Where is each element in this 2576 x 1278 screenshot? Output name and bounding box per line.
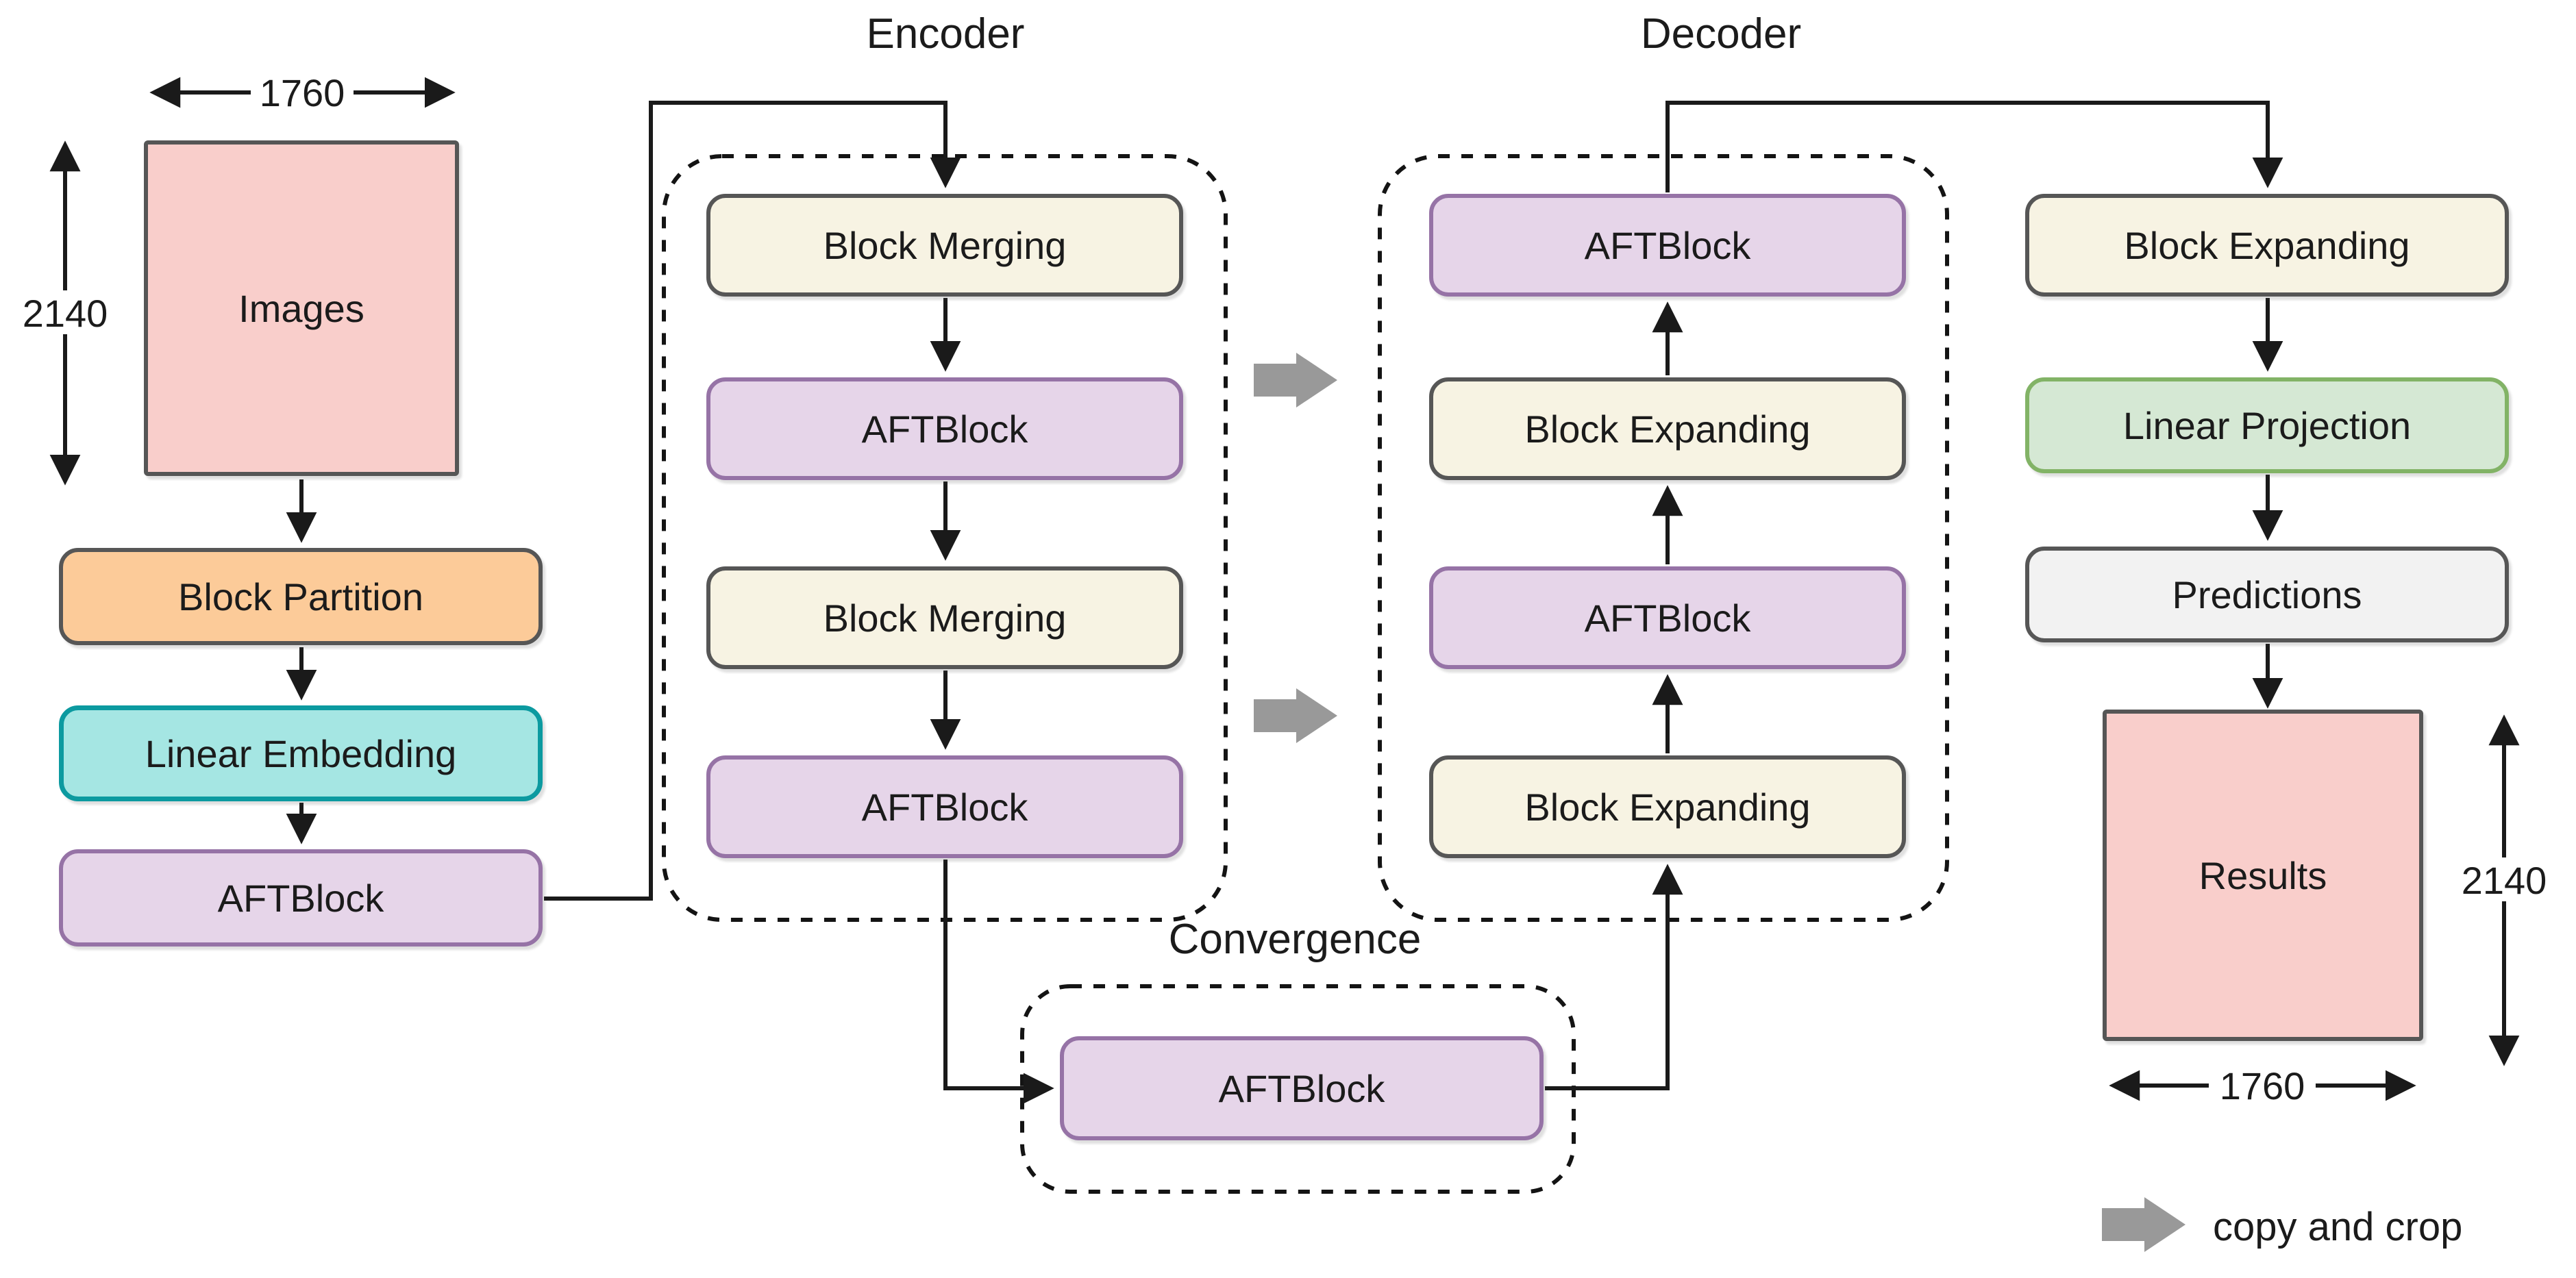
copy-and-crop-arrow-2 bbox=[1254, 688, 1337, 743]
encoder-aftblock-2-node: AFTBlock bbox=[706, 755, 1183, 858]
encoder-block-merging-2-label: Block Merging bbox=[823, 596, 1067, 640]
connector-convergence-to-decoder bbox=[1545, 864, 1683, 1090]
input-aftblock-node: AFTBlock bbox=[59, 849, 543, 947]
decoder-block-expanding-1-label: Block Expanding bbox=[1524, 407, 1811, 451]
input-height-dimension: 2140 bbox=[10, 140, 121, 486]
linear-embedding-label: Linear Embedding bbox=[145, 731, 457, 775]
linear-projection-node: Linear Projection bbox=[2025, 377, 2509, 473]
output-height-dimension: 2140 bbox=[2447, 714, 2561, 1066]
decoder-block-expanding-2-label: Block Expanding bbox=[1524, 785, 1811, 829]
decoder-dashed-container bbox=[1378, 154, 1949, 922]
encoder-aftblock-1-label: AFTBlock bbox=[861, 407, 1028, 451]
images-node: Images bbox=[144, 140, 459, 476]
decoder-section-label: Decoder bbox=[1640, 10, 1802, 58]
encoder-section-label: Encoder bbox=[866, 10, 1025, 58]
output-width-dimension: 1760 bbox=[2109, 1064, 2416, 1107]
predictions-label: Predictions bbox=[2172, 573, 2362, 616]
convergence-aftblock-label: AFTBlock bbox=[1218, 1066, 1385, 1110]
results-label: Results bbox=[2199, 853, 2327, 897]
decoder-block-expanding-2-node: Block Expanding bbox=[1429, 755, 1906, 858]
convergence-aftblock-node: AFTBlock bbox=[1060, 1036, 1544, 1140]
linear-projection-label: Linear Projection bbox=[2122, 403, 2412, 447]
legend-copy-and-crop-label: copy and crop bbox=[2213, 1205, 2463, 1249]
encoder-block-merging-2-node: Block Merging bbox=[706, 566, 1183, 669]
input-height-label: 2140 bbox=[23, 292, 108, 335]
linear-embedding-node: Linear Embedding bbox=[59, 705, 543, 801]
decoder-aftblock-2-label: AFTBlock bbox=[1584, 596, 1751, 640]
decoder-aftblock-2-node: AFTBlock bbox=[1429, 566, 1906, 669]
block-partition-node: Block Partition bbox=[59, 548, 543, 645]
legend-copy-and-crop-arrow bbox=[2102, 1197, 2185, 1252]
output-block-expanding-label: Block Expanding bbox=[2124, 223, 2410, 267]
encoder-aftblock-2-label: AFTBlock bbox=[861, 785, 1028, 829]
connector-decoder-to-block-expanding bbox=[1665, 101, 2283, 192]
results-node: Results bbox=[2103, 710, 2423, 1041]
convergence-section-label: Convergence bbox=[1168, 916, 1422, 963]
output-width-label: 1760 bbox=[2220, 1064, 2305, 1107]
block-partition-label: Block Partition bbox=[178, 575, 423, 618]
predictions-node: Predictions bbox=[2025, 547, 2509, 642]
encoder-aftblock-1-node: AFTBlock bbox=[706, 377, 1183, 480]
encoder-block-merging-1-node: Block Merging bbox=[706, 194, 1183, 297]
input-width-dimension: 1760 bbox=[149, 71, 456, 114]
decoder-aftblock-1-node: AFTBlock bbox=[1429, 194, 1906, 297]
copy-and-crop-arrow-1 bbox=[1254, 353, 1337, 408]
images-label: Images bbox=[238, 286, 364, 330]
connector-encoder-to-convergence bbox=[943, 860, 1054, 1104]
connector-aftblock-to-encoder bbox=[544, 101, 961, 901]
input-width-label: 1760 bbox=[260, 71, 345, 114]
output-block-expanding-node: Block Expanding bbox=[2025, 194, 2509, 297]
decoder-aftblock-1-label: AFTBlock bbox=[1584, 223, 1751, 267]
input-aftblock-label: AFTBlock bbox=[217, 876, 384, 920]
encoder-block-merging-1-label: Block Merging bbox=[823, 223, 1067, 267]
decoder-block-expanding-1-node: Block Expanding bbox=[1429, 377, 1906, 480]
output-height-label: 2140 bbox=[2462, 859, 2547, 902]
